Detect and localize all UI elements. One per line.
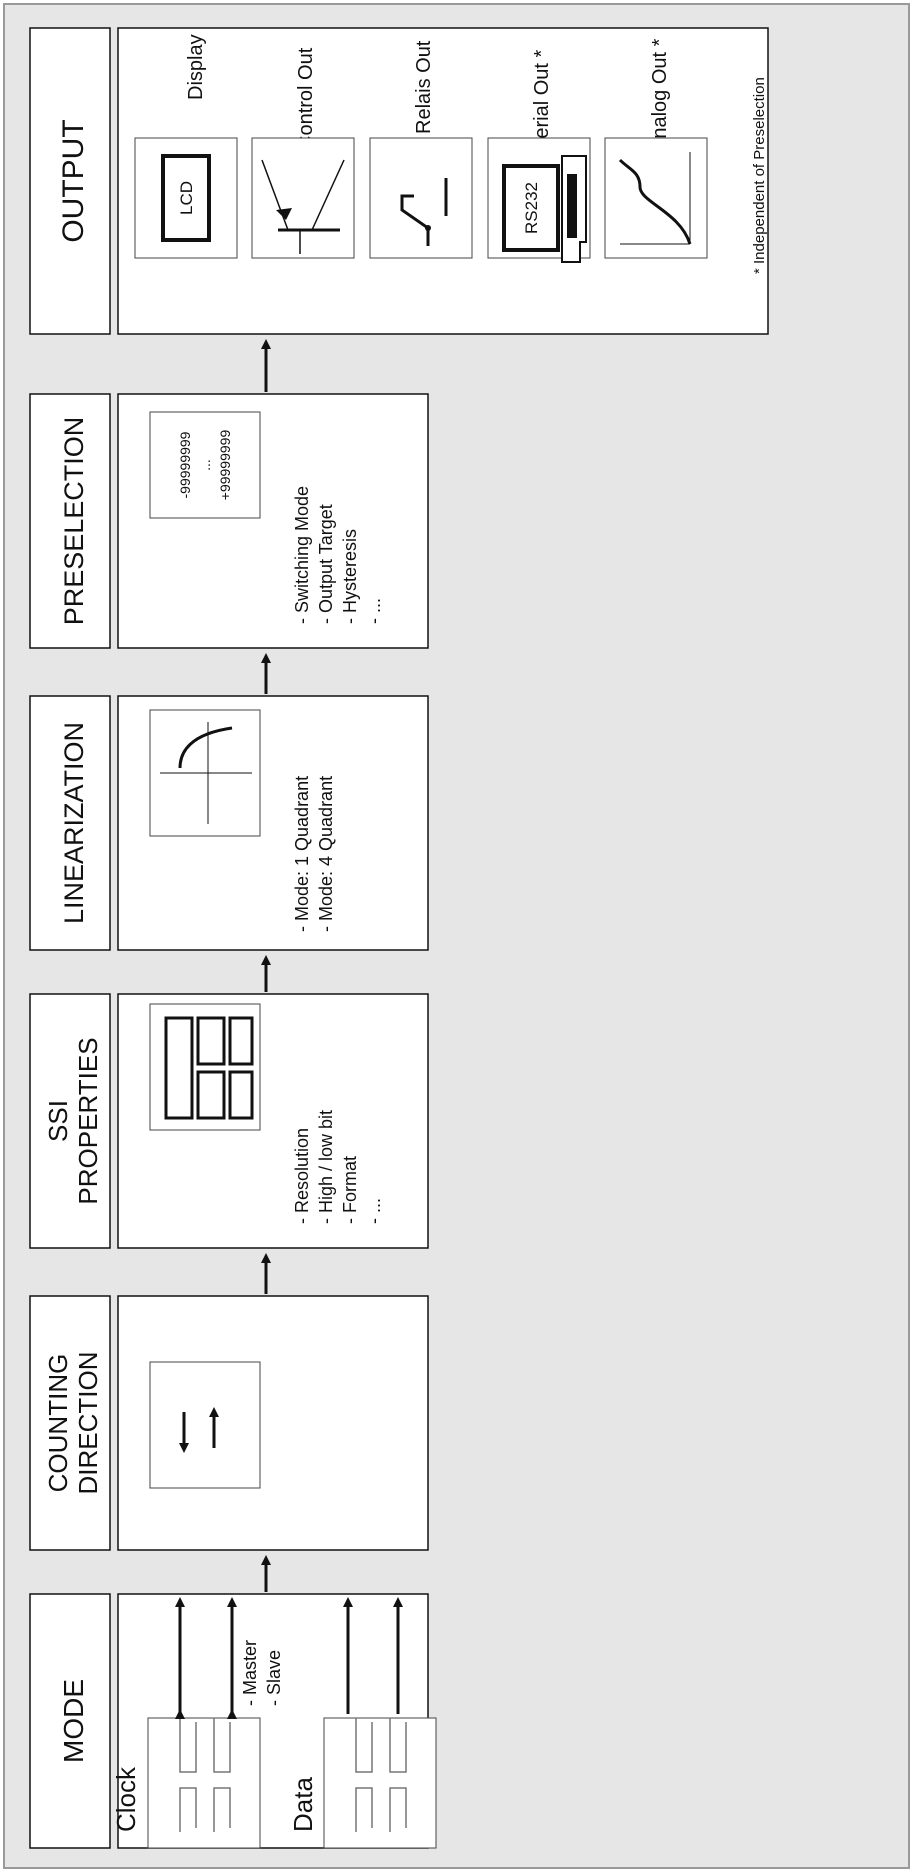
preselection-range-box: [149, 411, 261, 519]
transistor-icon-arrow: [276, 208, 292, 220]
mode-item: - Master: [240, 1640, 260, 1706]
calculator-icon-key: [228, 1070, 254, 1120]
lcd-icon-text: LCD: [177, 181, 196, 215]
output-label-analog-out: Analog Out *: [649, 38, 671, 152]
relay-switch-icon-line: [400, 194, 430, 246]
preselection-item: - Switching Mode: [292, 486, 312, 624]
linearization-header: [29, 695, 111, 951]
linearization-item: - Mode: 4 Quadrant: [316, 776, 336, 932]
linearization-item: - Mode: 1 Quadrant: [292, 776, 312, 932]
calculator-icon-key: [196, 1070, 226, 1120]
ssi-properties-header: [29, 993, 111, 1249]
counting-direction-stage: COUNTING DIRECTION: [29, 1295, 429, 1551]
clock-signal-icon: [147, 1717, 261, 1849]
transistor-icon-collector: [311, 159, 345, 231]
clock-label: Clock: [111, 1766, 141, 1832]
relay-switch-icon-pivot: [425, 225, 431, 231]
output-stage: OUTPUT Display LCD Control Out Relais Ou…: [29, 27, 769, 335]
preselection-title: PRESELECTION: [59, 417, 89, 626]
mode-header: [29, 1593, 111, 1849]
ssi-properties-stage: SSI PROPERTIES - Resolution - High / low…: [29, 993, 429, 1249]
data-signal-icon-wave: [355, 1718, 407, 1832]
preselection-item: - ...: [364, 598, 384, 624]
data-label: Data: [288, 1777, 318, 1832]
ssi-properties-item: - ...: [364, 1198, 384, 1224]
ssi-properties-item: - Resolution: [292, 1128, 312, 1224]
data-signal-icon: [323, 1717, 437, 1849]
linearization-stage: LINEARIZATION - Mode: 1 Quadrant - Mode:…: [29, 695, 429, 951]
preselection-stage: PRESELECTION -99999999 ... +99999999 - S…: [29, 393, 429, 649]
output-label-control-out: Control Out: [295, 47, 317, 150]
analog-curve-icon-curve: [618, 158, 692, 245]
ssi-properties-item: - High / low bit: [316, 1110, 336, 1224]
relay-switch-icon: [369, 137, 473, 259]
counting-direction-title: COUNTING: [43, 1354, 73, 1493]
linearization-title: LINEARIZATION: [59, 722, 89, 924]
preselection-range-mid: ...: [197, 459, 213, 471]
counting-direction-header: [29, 1295, 111, 1551]
calculator-icon-key: [196, 1016, 226, 1066]
serial-port-icon-pins: [567, 174, 577, 238]
counting-direction-title: DIRECTION: [73, 1352, 103, 1495]
data-input: Data: [288, 1597, 437, 1849]
ssi-properties-title: PROPERTIES: [73, 1037, 103, 1204]
output-label-serial-out: Serial Out *: [531, 50, 553, 152]
output-header: [29, 27, 111, 335]
preselection-range-top: -99999999: [177, 431, 193, 498]
clock-input: Clock: [111, 1597, 261, 1849]
lcd-icon-frame: [161, 154, 211, 242]
output-label-display: Display: [185, 34, 207, 100]
transistor-icon: [251, 137, 355, 259]
analog-curve-icon: [604, 137, 708, 259]
calculator-icon-key: [228, 1016, 254, 1066]
mode-title: MODE: [58, 1679, 89, 1763]
output-footnote: * Independent of Preselection: [751, 77, 768, 274]
mode-item: - Slave: [264, 1650, 284, 1706]
serial-port-icon-text: RS232: [522, 182, 541, 234]
clock-signal-icon-wave: [179, 1718, 231, 1832]
serial-port-icon-monitor: [502, 164, 560, 252]
output-title: OUTPUT: [57, 119, 90, 242]
direction-arrows-icon: [149, 1361, 261, 1489]
preselection-header: [29, 393, 111, 649]
preselection-range-bottom: +99999999: [217, 430, 233, 501]
ssi-properties-title: SSI: [43, 1100, 73, 1142]
preselection-item: - Hysteresis: [340, 529, 360, 624]
transistor-icon-emitter: [261, 159, 289, 231]
linearization-curve-icon-curve: [178, 726, 233, 769]
output-label-relais-out: Relais Out: [413, 40, 435, 134]
preselection-item: - Output Target: [316, 504, 336, 624]
ssi-properties-item: - Format: [340, 1156, 360, 1224]
calculator-icon-display: [164, 1016, 194, 1120]
